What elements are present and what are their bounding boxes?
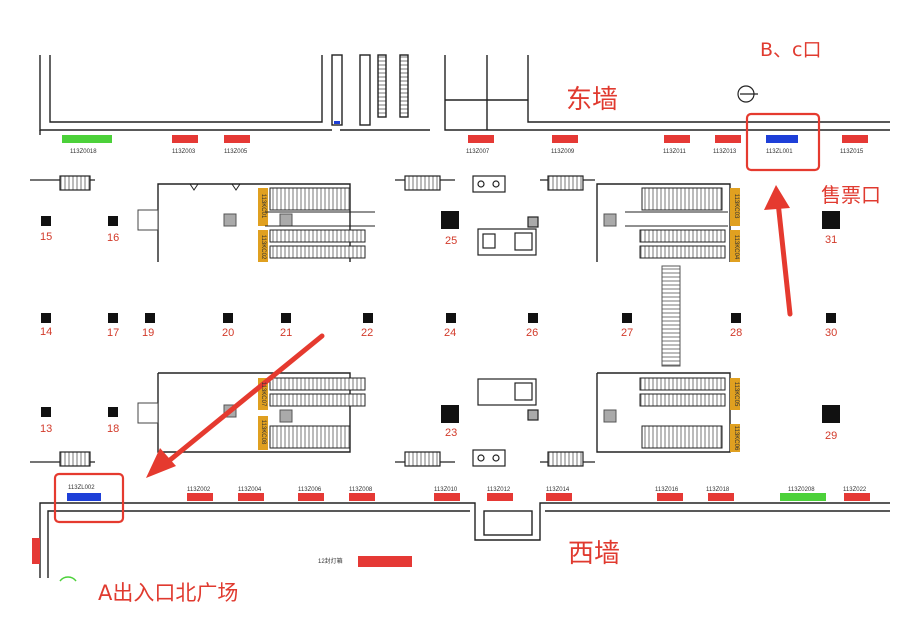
ticket-office-label: 售票口 [821,183,881,207]
code-label: 113Z008 [349,487,373,493]
arrow-down-left-icon [146,448,176,478]
code-label: 113Z004 [238,487,262,493]
code-label: 113ZL001 [766,149,793,155]
blue-ad-panel [67,493,101,501]
pillar-number: 30 [825,327,837,339]
code-label: 113Z012 [487,487,511,493]
lower-gates [30,449,595,467]
side-ad-panel [32,538,40,564]
pillar-number: 15 [40,231,52,243]
code-label: 113Z007 [466,149,490,155]
pillar-number: 26 [526,327,538,339]
pillar-number: 16 [107,232,119,244]
escalator-block-lower-left [137,372,366,453]
pillars-row-1 [41,211,840,229]
code-label: 113Z009 [551,149,575,155]
arrow-up-icon [764,185,790,210]
pillar-number: 31 [825,234,837,246]
escalator-code-label: 113KC06 [733,426,739,451]
east-wall-label: 东墙 [566,85,618,115]
west-wall-label: 西墙 [568,539,620,569]
escalator-code-label: 113KC04 [733,235,739,260]
escalator-code-label: 113KC07 [260,382,266,407]
west-wall-structure [39,502,890,578]
code-label: 113Z018 [706,487,730,493]
blue-ticket-panel [766,135,798,143]
pillar-number: 25 [445,235,457,247]
escalator-code-label: 113KC05 [733,382,739,407]
escalator-block-upper-left [137,183,375,262]
code-label: 113Z002 [187,487,211,493]
bc-exit-label: B、c口 [760,39,821,61]
ticket-office-highlight [745,112,821,172]
pillars-row-2 [41,313,836,323]
pillar-number: 14 [40,326,52,338]
code-label: 113Z006 [298,487,322,493]
pillar-labels-row-1: 15 16 25 31 [40,231,837,247]
light-box-label: 12封灯箱 [318,557,343,565]
code-label: 113ZL002 [68,485,95,491]
code-label: 113Z010 [434,487,458,493]
pillar-number: 27 [621,327,633,339]
code-label: 113Z003 [172,149,196,155]
connecting-stairs [661,265,681,367]
pillar-number: 20 [222,327,234,339]
a-exit-label: A出入口北广场 [98,581,238,605]
code-label: 113Z005 [224,149,248,155]
code-label: 113Z013 [713,149,737,155]
escalator-block-lower-right [596,372,740,453]
code-label: 113Z022 [843,487,867,493]
green-ad-panel [62,135,112,143]
east-wall-structure [39,54,890,135]
top-ad-panels [62,135,868,143]
code-label: 113Z016 [655,487,679,493]
pillar-number: 22 [361,327,373,339]
top-code-labels: 113Z0018 113Z003 113Z005 113Z007 113Z009… [70,149,864,155]
direction-arrows [146,185,793,478]
pillar-labels-row-3: 13 18 23 29 [40,423,837,442]
escalator-code-label: 113KC08 [260,420,266,445]
light-box: 12封灯箱 [318,556,412,567]
pillars-row-3 [41,405,840,423]
upper-gates [30,175,595,193]
pillar-number: 17 [107,327,119,339]
code-label: 113Z0018 [70,149,97,155]
bottom-ad-panels [67,493,870,501]
pillar-number: 24 [444,327,456,339]
pillar-number: 19 [142,327,154,339]
code-label: 113Z015 [840,149,864,155]
exit-a-highlight [53,472,125,524]
pillar-labels-row-2: 14 17 19 20 21 22 24 26 27 28 30 [40,326,837,339]
escalator-code-label: 113KC03 [733,194,739,219]
pillar-number: 29 [825,430,837,442]
bottom-code-labels: 113ZL002 113Z002 113Z004 113Z006 113Z008… [68,485,867,493]
code-label: 113Z011 [663,149,686,155]
center-booths [477,216,539,421]
escalator-code-label: 113KC02 [260,235,266,260]
code-label: 113Z014 [546,487,570,493]
pillar-number: 21 [280,327,292,339]
escalator-code-label: 113KC01 [260,194,266,219]
escalator-block-upper-right [596,183,740,262]
code-label: 113Z0208 [788,487,815,493]
pillar-number: 13 [40,423,52,435]
pillar-number: 23 [445,427,457,439]
pillar-number: 18 [107,423,119,435]
pillar-number: 28 [730,327,742,339]
